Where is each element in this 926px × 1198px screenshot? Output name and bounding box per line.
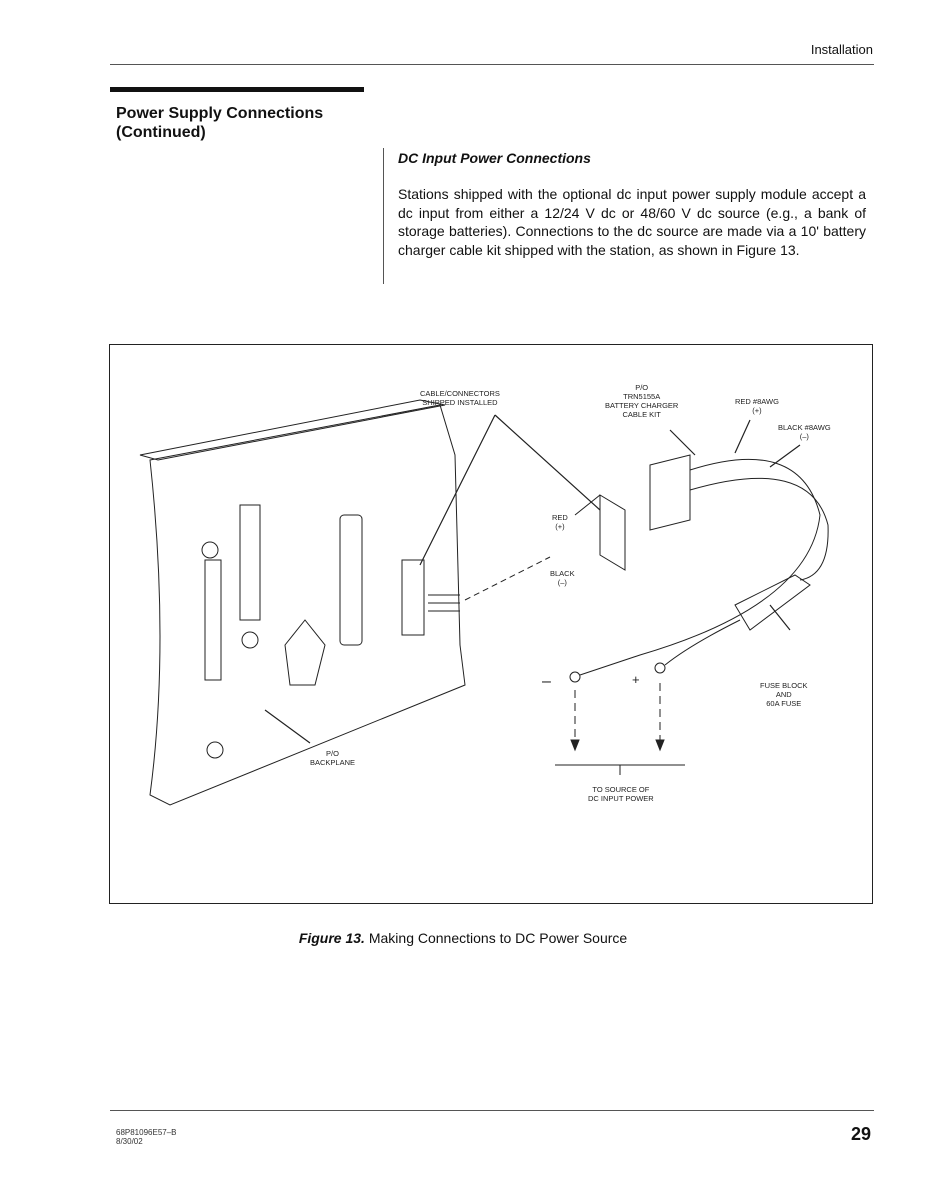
section-rule <box>110 87 364 92</box>
arrowheads <box>570 739 665 752</box>
dc-module <box>284 619 326 686</box>
bnc-connector <box>201 541 219 559</box>
section-title: Power Supply Connections (Continued) <box>116 104 323 142</box>
running-header: Installation <box>810 42 873 57</box>
d-connector <box>239 504 261 621</box>
cable-plus <box>664 619 741 666</box>
header-rule <box>110 64 874 65</box>
dashed-arrows <box>574 683 661 745</box>
cable-red <box>579 458 821 676</box>
subsection-title: DC Input Power Connections <box>398 150 591 166</box>
dashed-guide <box>464 556 551 601</box>
d-connector <box>204 559 222 681</box>
label-red-awg: RED #8AWG(+) <box>735 397 779 415</box>
body-paragraph: Stations shipped with the optional dc in… <box>398 186 866 258</box>
section-title-line: (Continued) <box>116 124 206 141</box>
connector-red-black <box>574 494 626 571</box>
source-bracket <box>555 764 685 775</box>
cable-black <box>689 477 829 581</box>
label-minus: – <box>542 673 551 690</box>
section-title-line: Power Supply Connections <box>116 105 324 122</box>
power-connector <box>401 559 425 636</box>
chassis-flange <box>139 399 446 461</box>
bnc-connector <box>241 631 259 649</box>
label-plus: + <box>632 672 640 687</box>
ring-terminal <box>654 662 666 674</box>
change-bar <box>383 148 384 284</box>
figure-caption: Figure 13. Making Connections to DC Powe… <box>298 930 628 946</box>
ring-terminal <box>569 671 581 683</box>
label-red: RED(+) <box>552 513 568 531</box>
leader-lines <box>264 414 801 744</box>
label-black-awg: BLACK #8AWG(–) <box>778 423 831 441</box>
slot <box>339 514 363 646</box>
chassis-outline <box>149 404 466 806</box>
label-black: BLACK(–) <box>550 569 575 587</box>
page-number: 29 <box>850 1124 871 1144</box>
connector-kit <box>649 454 691 531</box>
wires <box>428 594 460 612</box>
fuse-block <box>734 574 811 631</box>
footer-rule <box>110 1110 874 1111</box>
wiring-diagram <box>139 399 829 806</box>
bnc-connector <box>206 741 224 759</box>
